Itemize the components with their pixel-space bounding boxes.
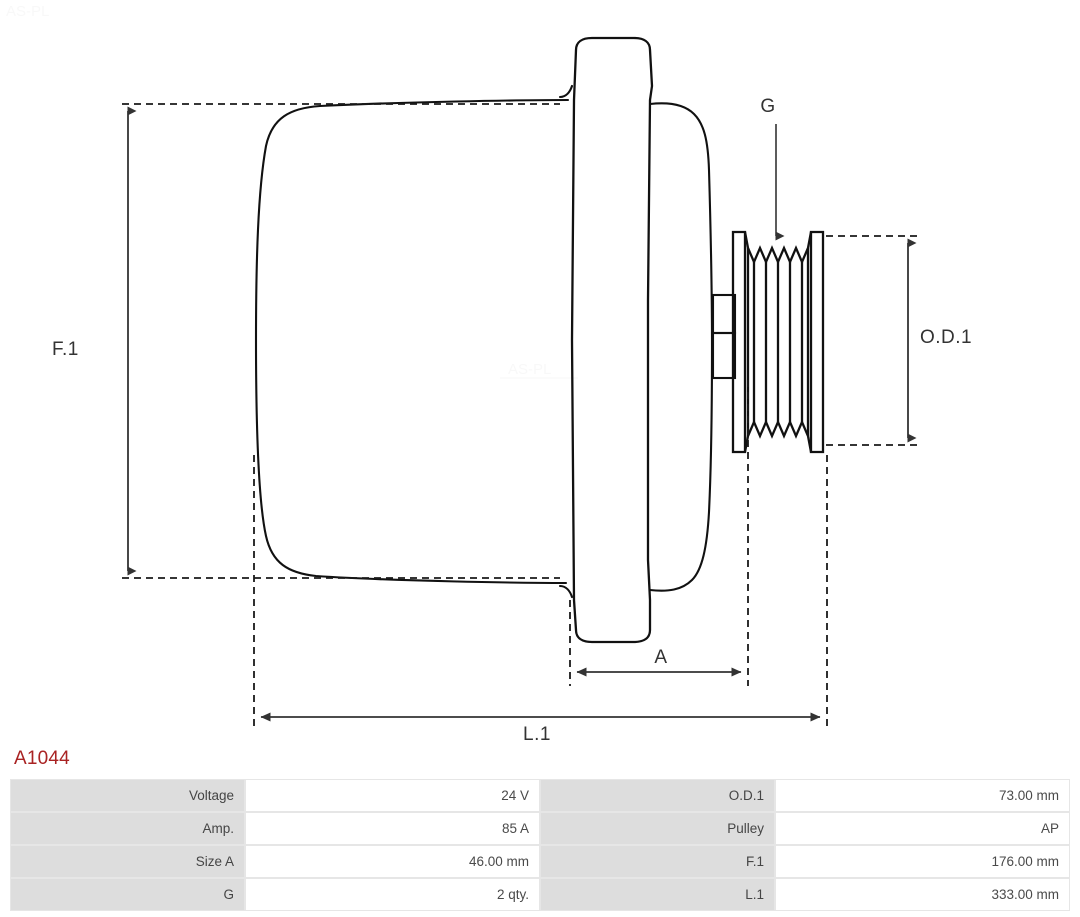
pulley — [731, 230, 825, 454]
spec-value: 85 A — [245, 812, 540, 845]
spec-value: 176.00 mm — [775, 845, 1070, 878]
spec-key: Pulley — [540, 812, 775, 845]
table-row: Size A 46.00 mm F.1 176.00 mm — [10, 845, 1070, 878]
watermark-top-left: AS-PL — [6, 3, 49, 20]
spec-key: Voltage — [10, 779, 245, 812]
spec-key: Amp. — [10, 812, 245, 845]
callout-g: G — [760, 96, 785, 241]
dimension-l1: L.1 — [253, 455, 828, 745]
table-row: Amp. 85 A Pulley AP — [10, 812, 1070, 845]
spec-value: 24 V — [245, 779, 540, 812]
shaft-collar — [711, 293, 737, 380]
pulley-front-flange — [809, 230, 825, 454]
a-label: A — [654, 647, 667, 668]
table-row: Voltage 24 V O.D.1 73.00 mm — [10, 779, 1070, 812]
watermark-group: AS-PL AS-PL — [6, 3, 578, 379]
spec-key: L.1 — [540, 878, 775, 911]
table-row: G 2 qty. L.1 333.00 mm — [10, 878, 1070, 911]
flange-notches — [558, 84, 574, 599]
notch-bottom-left — [558, 584, 574, 599]
rear-housing — [648, 102, 714, 592]
spec-value: 333.00 mm — [775, 878, 1070, 911]
spec-key: O.D.1 — [540, 779, 775, 812]
spec-key: G — [10, 878, 245, 911]
spec-key: Size A — [10, 845, 245, 878]
l1-label: L.1 — [523, 724, 551, 745]
collar-upper — [711, 293, 737, 335]
spec-value: 73.00 mm — [775, 779, 1070, 812]
flange-outline — [570, 36, 654, 644]
front-housing-profile — [254, 98, 570, 585]
dimension-a: A — [569, 380, 749, 686]
spec-key: F.1 — [540, 845, 775, 878]
watermark-center: AS-PL — [508, 361, 551, 378]
collar-lower — [711, 331, 737, 380]
spec-value: AP — [775, 812, 1070, 845]
f1-label: F.1 — [52, 339, 79, 360]
technical-drawing: AS-PL AS-PL — [6, 3, 972, 745]
od1-label: O.D.1 — [920, 327, 972, 348]
part-code: A1044 — [14, 748, 70, 769]
specification-table: Voltage 24 V O.D.1 73.00 mm Amp. 85 A Pu… — [10, 779, 1070, 911]
dimension-od1: O.D.1 — [826, 235, 972, 446]
pulley-grooves-top — [743, 231, 813, 265]
rear-housing-profile — [648, 102, 714, 592]
center-flange — [570, 36, 654, 644]
pulley-grooves-bottom — [743, 419, 813, 453]
dimension-f1: F.1 — [52, 103, 560, 579]
spec-value: 46.00 mm — [245, 845, 540, 878]
g-label: G — [760, 96, 775, 117]
alternator-body-outline — [254, 98, 570, 585]
spec-value: 2 qty. — [245, 878, 540, 911]
notch-top-left — [558, 84, 574, 99]
